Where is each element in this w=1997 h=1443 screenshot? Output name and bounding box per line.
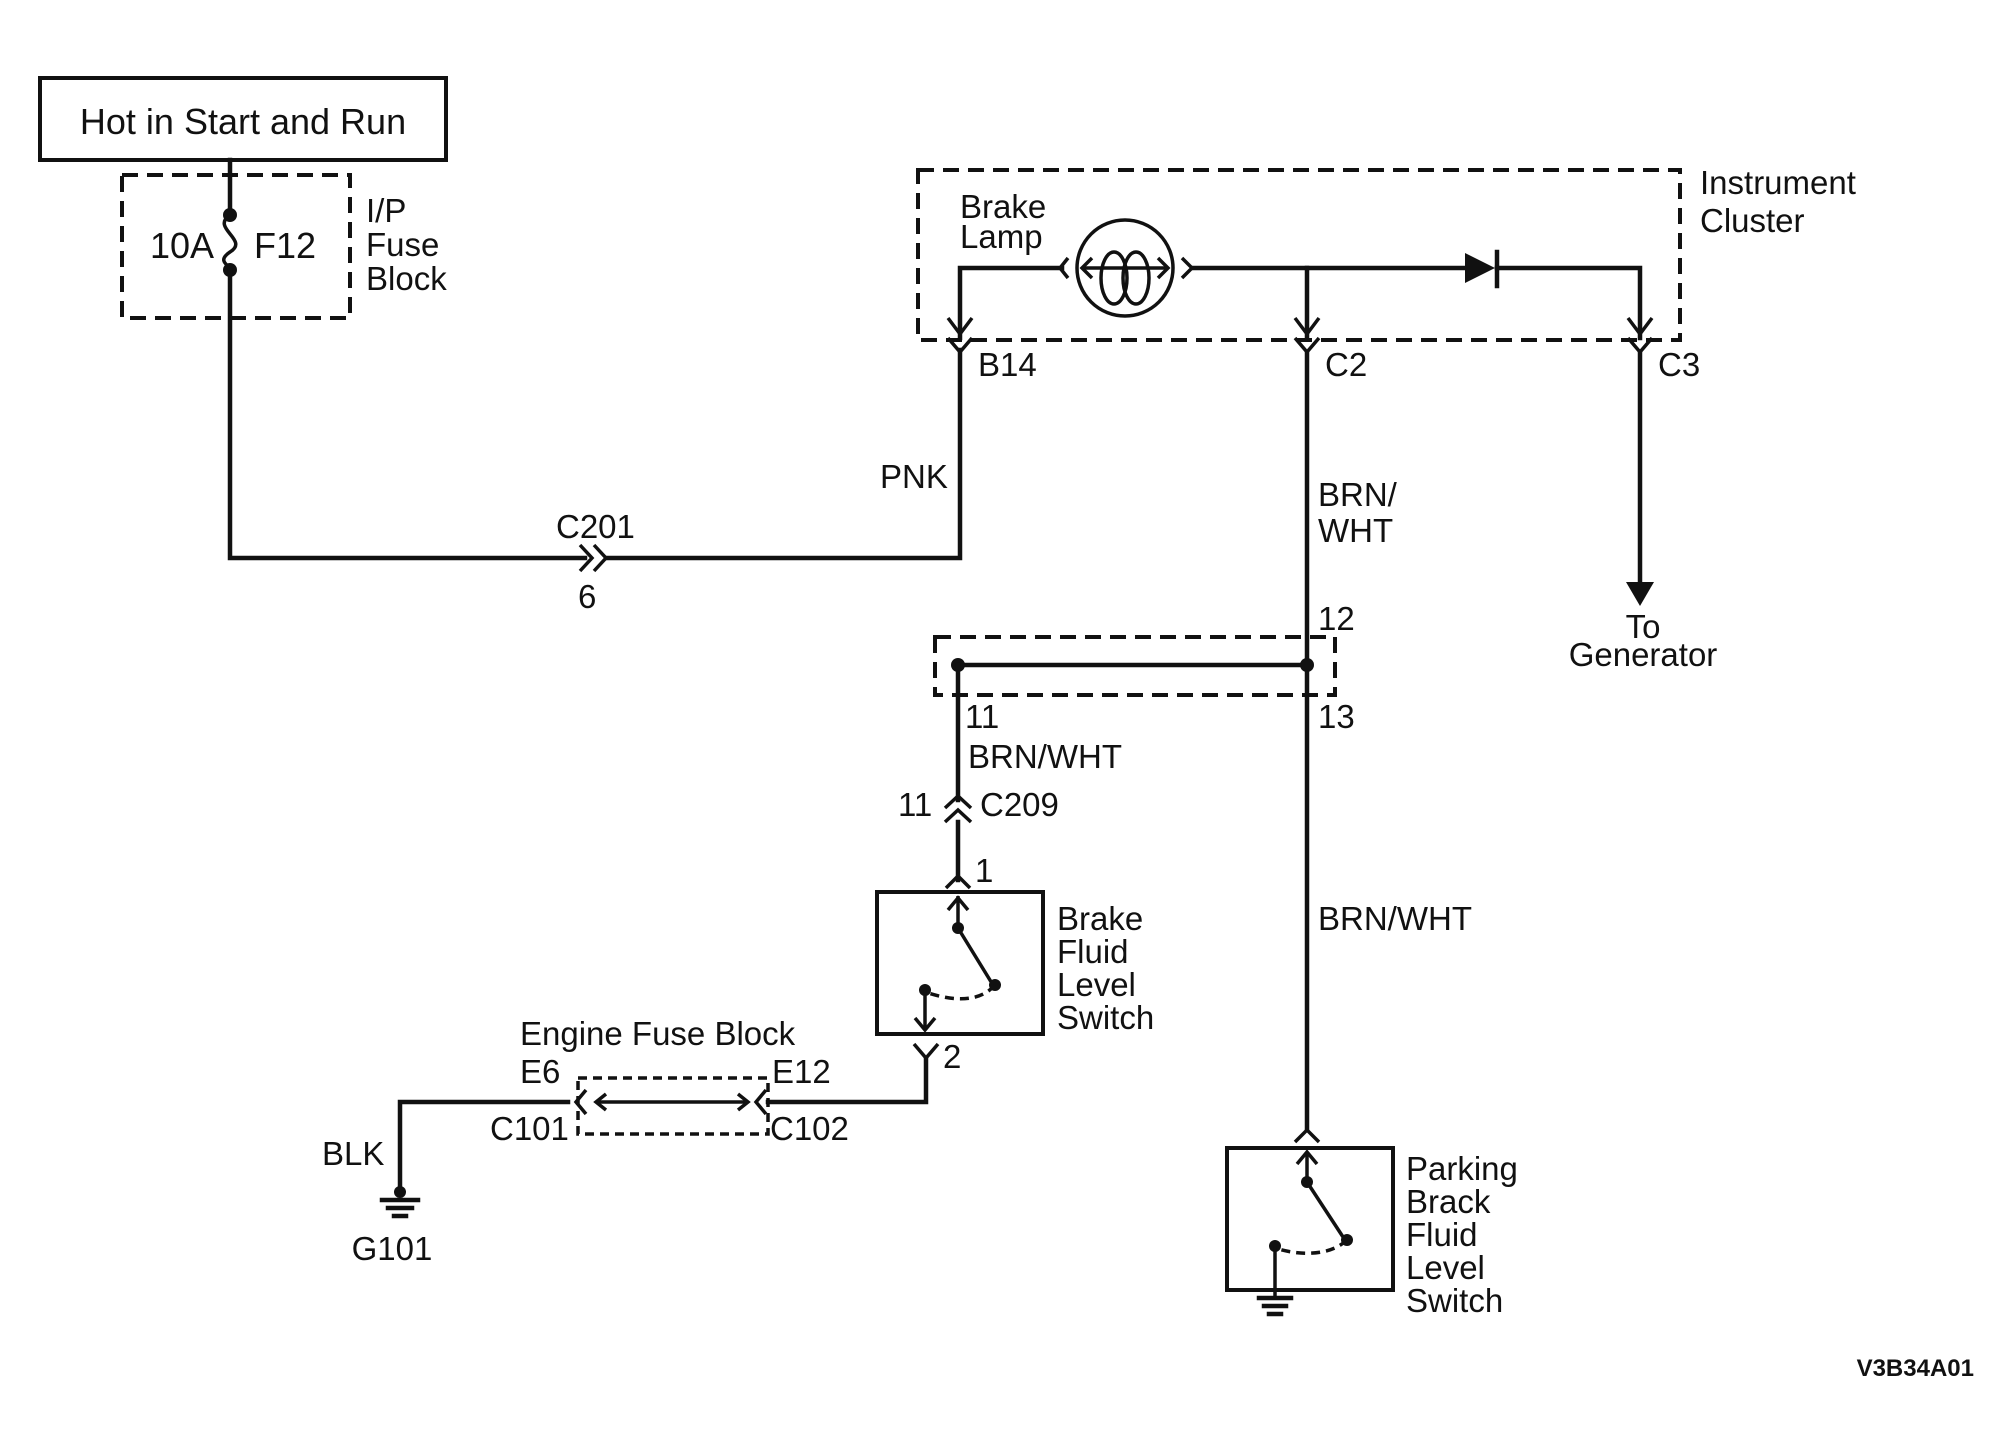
brake-fluid-switch-label-4: Switch xyxy=(1057,999,1154,1036)
parking-switch-label-5: Switch xyxy=(1406,1282,1503,1319)
splice-pin-12-label: 12 xyxy=(1318,600,1355,637)
ip-fuse-block-label-3: Block xyxy=(366,260,447,297)
ground-g101-label: G101 xyxy=(352,1230,433,1267)
brake-fluid-switch-label-2: Fluid xyxy=(1057,933,1129,970)
pin-6-label: 6 xyxy=(578,578,596,615)
parking-switch-label-1: Parking xyxy=(1406,1150,1518,1187)
pin-2-label: 2 xyxy=(943,1038,961,1075)
parking-switch-label-2: Brack xyxy=(1406,1183,1491,1220)
pnk-circuit: C201 6 PNK xyxy=(227,267,963,615)
brake-fluid-switch-label-1: Brake xyxy=(1057,900,1143,937)
wire-brn-wht-label-2: WHT xyxy=(1318,512,1393,549)
parking-switch: Parking Brack Fluid Level Switch xyxy=(1225,1127,1518,1319)
connector-c102-label: C102 xyxy=(770,1110,849,1147)
splice-pin-11-label: 11 xyxy=(965,698,999,735)
brake-fluid-branch: BRN/WHT 11 C209 1 xyxy=(898,662,1122,890)
arrow-down-icon xyxy=(1626,582,1654,606)
to-generator-label-1: To xyxy=(1626,608,1661,645)
power-source: Hot in Start and Run xyxy=(38,76,448,162)
parking-switch-label-3: Fluid xyxy=(1406,1216,1478,1253)
brn-wht-circuit: BRN/ WHT 12 13 BRN/WHT xyxy=(1304,349,1472,1133)
generator-circuit: To Generator xyxy=(1569,349,1718,673)
wire-brn-wht-label-1: BRN/ xyxy=(1318,476,1398,513)
cluster-connectors: B14 C2 C3 xyxy=(946,336,1700,383)
connector-c209-label: C209 xyxy=(980,786,1059,823)
instrument-cluster-label-2: Cluster xyxy=(1700,202,1805,239)
instrument-cluster: Instrument Cluster Brake Lamp xyxy=(916,164,1856,342)
brake-fluid-switch: Brake Fluid Level Switch xyxy=(875,890,1154,1036)
engine-fuse-block-label: Engine Fuse Block xyxy=(520,1015,796,1052)
pin-b14-label: B14 xyxy=(978,346,1037,383)
connector-c101-label: C101 xyxy=(490,1110,569,1147)
figure-code: V3B34A01 xyxy=(1857,1355,1974,1382)
pin-e12-label: E12 xyxy=(772,1053,831,1090)
switch-icon xyxy=(1269,1181,1353,1255)
ground-circuit: 2 Engine Fuse Block E6 E12 C101 C102 BLK… xyxy=(322,1015,961,1267)
wire-pnk-label: PNK xyxy=(880,458,948,495)
brake-lamp-label-1: Brake xyxy=(960,188,1046,225)
fuse-id: F12 xyxy=(254,225,316,266)
pin-11-c209-label: 11 xyxy=(898,786,932,823)
ip-fuse-block: 10A F12 I/P Fuse Block xyxy=(120,157,447,320)
power-source-label: Hot in Start and Run xyxy=(80,101,406,142)
ground-icon xyxy=(1256,1295,1294,1317)
wire-brn-wht-right-label: BRN/WHT xyxy=(1318,900,1472,937)
brake-lamp-label-2: Lamp xyxy=(960,218,1043,255)
ground-icon xyxy=(379,1186,421,1219)
pin-e6-label: E6 xyxy=(520,1053,560,1090)
instrument-cluster-label-1: Instrument xyxy=(1700,164,1856,201)
parking-switch-label-4: Level xyxy=(1406,1249,1485,1286)
fuse-rating: 10A xyxy=(150,225,214,266)
ip-fuse-block-label-1: I/P xyxy=(366,192,406,229)
pin-c3-label: C3 xyxy=(1658,346,1700,383)
to-generator-label-2: Generator xyxy=(1569,636,1718,673)
wire-blk-label: BLK xyxy=(322,1135,384,1172)
splice-pin-13-label: 13 xyxy=(1318,698,1355,735)
switch-icon xyxy=(919,927,1001,1001)
diode-icon xyxy=(1465,249,1500,289)
connector-c201-label: C201 xyxy=(556,508,635,545)
connector-c209-icon xyxy=(943,793,973,824)
brake-fluid-switch-label-3: Level xyxy=(1057,966,1136,1003)
wire-brn-wht-left-label: BRN/WHT xyxy=(968,738,1122,775)
brake-lamp-icon xyxy=(1075,218,1175,318)
pin-1-label: 1 xyxy=(975,852,993,889)
ip-fuse-block-label-2: Fuse xyxy=(366,226,439,263)
fuse-icon xyxy=(222,213,238,271)
splice-pack: 11 xyxy=(933,635,1337,735)
pin-c2-label: C2 xyxy=(1325,346,1367,383)
